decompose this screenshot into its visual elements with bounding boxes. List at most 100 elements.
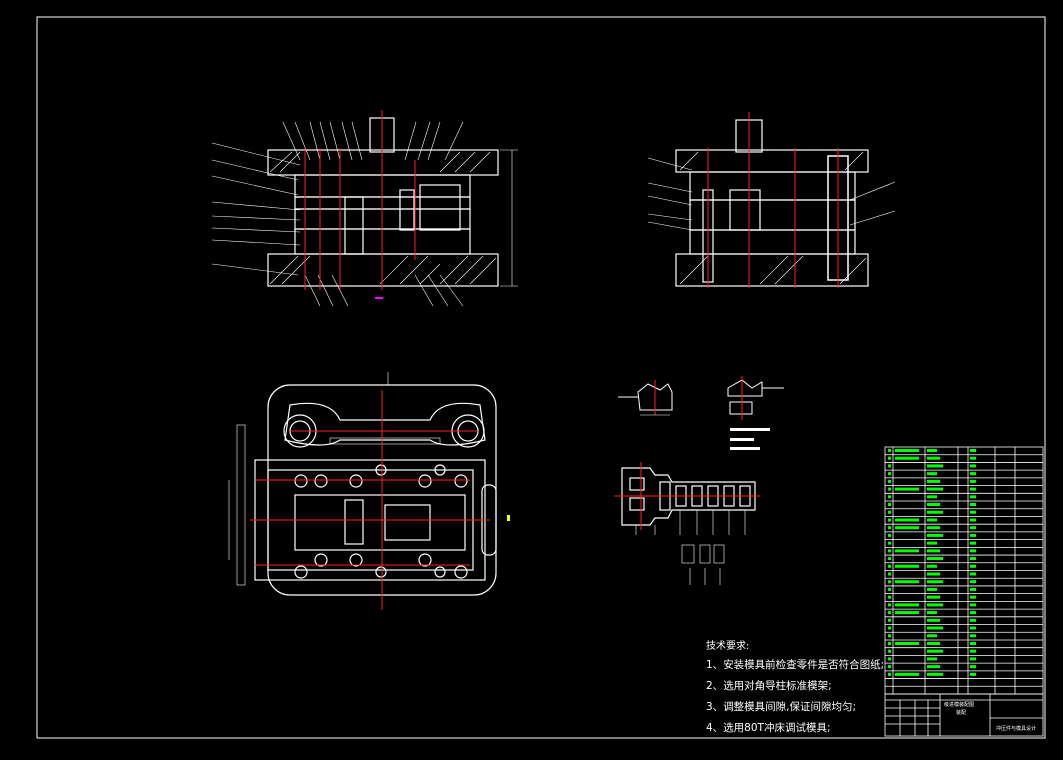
table-cell-mark [970, 611, 976, 615]
table-cell-mark [970, 634, 976, 638]
table-cell-mark [970, 518, 976, 522]
table-cell-mark [927, 657, 937, 661]
table-cell-mark [927, 580, 943, 584]
table-cell-mark [927, 595, 940, 599]
title-block-sub-title: 装配 [956, 709, 966, 716]
table-cell-mark [888, 611, 891, 615]
table-cell-mark [927, 611, 937, 615]
drawing-frame [36, 16, 1046, 739]
table-cell-mark [927, 456, 940, 460]
table-cell-mark [895, 449, 919, 452]
table-cell-mark [888, 503, 891, 507]
table-cell-mark [888, 518, 891, 522]
table-cell-mark [888, 495, 891, 499]
table-cell-mark [927, 518, 937, 522]
table-cell-mark [888, 665, 891, 669]
table-cell-mark [970, 572, 976, 576]
part-detail-1 [618, 380, 673, 416]
table-cell-mark [888, 587, 891, 591]
table-cell-mark [888, 533, 891, 537]
title-block [884, 693, 1044, 737]
plan-view [228, 372, 497, 596]
table-cell-mark [927, 503, 940, 507]
table-cell-mark [888, 557, 891, 561]
table-cell-mark [970, 665, 976, 669]
table-cell-mark [970, 672, 976, 676]
table-cell-mark [888, 541, 891, 545]
table-cell-mark [970, 510, 976, 514]
table-cell-mark [888, 479, 891, 483]
table-cell-mark [927, 549, 940, 553]
table-cell-mark [970, 533, 976, 537]
table-cell-mark [888, 603, 891, 607]
table-cell-mark [895, 611, 919, 615]
table-cell-mark [970, 495, 976, 499]
technical-requirements: 技术要求: 1、安装模具前检查零件是否符合图纸; 2、选用对角导柱标准模架; 3… [706, 637, 886, 739]
table-cell-mark [895, 456, 919, 460]
table-cell-mark [970, 580, 976, 584]
table-cell-mark [970, 618, 976, 622]
parts-list-table [884, 446, 1044, 695]
table-cell-mark [927, 649, 943, 653]
table-cell-mark [970, 526, 976, 530]
table-cell-mark [888, 549, 891, 553]
table-cell-mark [888, 657, 891, 661]
side-centerlines [707, 112, 839, 288]
table-cell-mark [927, 572, 940, 576]
table-cell-mark [970, 449, 976, 452]
requirement-item: 3、调整模具间隙,保证间隙均匀; [706, 701, 857, 713]
table-cell-mark [927, 533, 943, 537]
table-cell-mark [927, 603, 943, 607]
table-cell-mark [888, 456, 891, 460]
table-cell-mark [888, 487, 891, 491]
table-cell-mark [895, 549, 919, 553]
table-cell-mark [927, 564, 937, 568]
requirement-item: 4、选用80T冲床调试模具; [706, 722, 831, 734]
table-cell-mark [970, 541, 976, 545]
table-cell-mark [895, 603, 919, 607]
table-cell-mark [927, 634, 937, 638]
strip-centerlines [614, 462, 760, 530]
side-section-view [647, 119, 896, 287]
front-centerlines [304, 110, 416, 290]
table-cell-mark [895, 580, 919, 584]
table-cell-mark [927, 618, 940, 622]
table-cell-mark [970, 657, 976, 661]
table-cell-mark [895, 518, 919, 522]
table-cell-mark [970, 641, 976, 645]
table-cell-mark [970, 595, 976, 599]
table-cell-mark [888, 641, 891, 645]
table-cell-mark [888, 672, 891, 676]
table-cell-mark [970, 564, 976, 568]
front-section-view [211, 117, 518, 307]
table-cell-mark [970, 464, 976, 468]
requirement-item: 2、选用对角导柱标准模架; [706, 680, 832, 692]
plan-centerlines [250, 390, 490, 610]
table-cell-mark [927, 541, 937, 545]
table-cell-mark [927, 495, 937, 499]
table-cell-mark [970, 626, 976, 630]
dimension-tick [507, 515, 510, 521]
table-cell-mark [895, 672, 919, 676]
part-detail-2 [727, 376, 784, 420]
table-cell-mark [888, 618, 891, 622]
part-notes-small [730, 428, 770, 450]
table-cell-mark [927, 587, 937, 591]
table-cell-mark [888, 626, 891, 630]
table-cell-mark [927, 464, 943, 468]
table-cell-mark [927, 449, 937, 452]
table-cell-mark [888, 564, 891, 568]
table-cell-mark [888, 580, 891, 584]
requirement-item: 1、安装模具前检查零件是否符合图纸; [706, 659, 885, 671]
table-cell-mark [895, 641, 919, 645]
table-cell-mark [888, 510, 891, 514]
table-cell-mark [927, 641, 940, 645]
table-cell-mark [970, 472, 976, 476]
table-cell-mark [888, 526, 891, 530]
table-cell-mark [888, 649, 891, 653]
technical-requirements-heading: 技术要求: [706, 641, 750, 652]
table-cell-mark [888, 595, 891, 599]
table-cell-mark [927, 487, 943, 491]
table-cell-mark [895, 526, 919, 530]
